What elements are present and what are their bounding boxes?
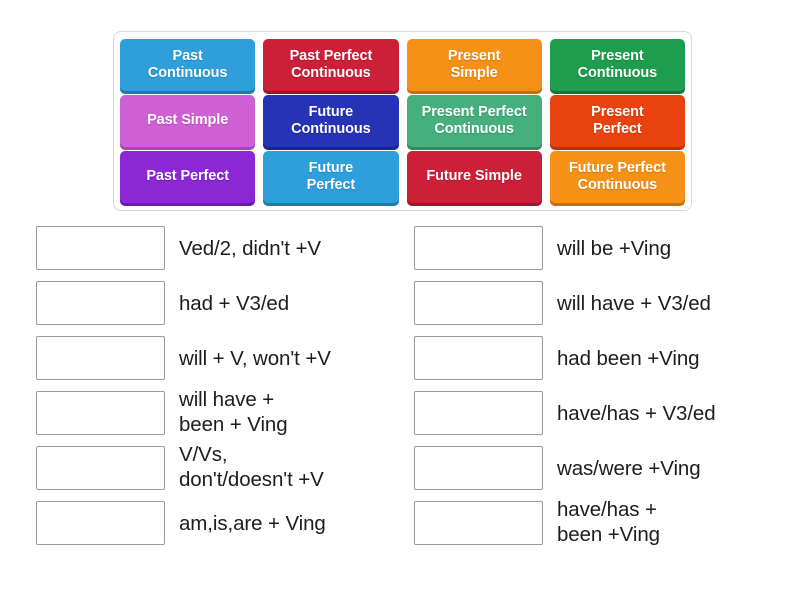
answer-column-right: will be +Ving will have + V3/ed had been +…	[414, 226, 786, 556]
tense-tile-label: Future Simple	[426, 168, 522, 185]
answer-formula-text: V/Vs, don't/doesn't +V	[179, 443, 324, 491]
tense-tile[interactable]: Past Perfect	[120, 151, 256, 203]
tense-tile-label: Past Simple	[147, 112, 229, 129]
drop-box[interactable]	[36, 446, 165, 490]
answer-row: was/were +Ving	[414, 446, 786, 490]
drop-box[interactable]	[414, 281, 543, 325]
answer-formula-text: had been +Ving	[557, 346, 700, 370]
answer-formula-text: had + V3/ed	[179, 291, 290, 315]
drop-box[interactable]	[414, 446, 543, 490]
tense-tile[interactable]: Past Simple	[120, 95, 256, 147]
answer-row: will be +Ving	[414, 226, 786, 270]
answer-row: am,is,are + Ving	[36, 501, 396, 545]
tense-tile-label: Past Perfect	[146, 168, 229, 185]
drop-box[interactable]	[36, 391, 165, 435]
answer-formula-text: will have + been + Ving	[179, 388, 288, 436]
answer-row: have/has + been +Ving	[414, 498, 786, 546]
drop-box[interactable]	[414, 391, 543, 435]
answer-row: had been +Ving	[414, 336, 786, 380]
answer-formula-text: Ved/2, didn't +V	[179, 236, 321, 260]
answer-row: will have + V3/ed	[414, 281, 786, 325]
drop-box[interactable]	[414, 501, 543, 545]
answer-row: will have + been + Ving	[36, 388, 396, 436]
answer-row: V/Vs, don't/doesn't +V	[36, 443, 396, 491]
tense-tile[interactable]: Future Simple	[406, 151, 542, 203]
answer-formula-text: am,is,are + Ving	[179, 511, 326, 535]
answer-row: Ved/2, didn't +V	[36, 226, 396, 270]
drop-box[interactable]	[36, 336, 165, 380]
answer-row: will + V, won't +V	[36, 336, 396, 380]
answer-formula-text: will be +Ving	[557, 236, 671, 260]
answer-row: have/has + V3/ed	[414, 391, 786, 435]
drop-box[interactable]	[36, 501, 165, 545]
answer-formula-text: will + V, won't +V	[179, 346, 331, 370]
drop-box[interactable]	[414, 226, 543, 270]
drop-box[interactable]	[36, 281, 165, 325]
drop-box[interactable]	[36, 226, 165, 270]
drop-box[interactable]	[414, 336, 543, 380]
answer-formula-text: have/has + been +Ving	[557, 498, 660, 546]
answer-column-left: Ved/2, didn't +V had + V3/ed will + V, won…	[36, 226, 396, 556]
answer-row: had + V3/ed	[36, 281, 396, 325]
answer-formula-text: was/were +Ving	[557, 456, 701, 480]
answer-formula-text: will have + V3/ed	[557, 291, 711, 315]
answer-formula-text: have/has + V3/ed	[557, 401, 716, 425]
